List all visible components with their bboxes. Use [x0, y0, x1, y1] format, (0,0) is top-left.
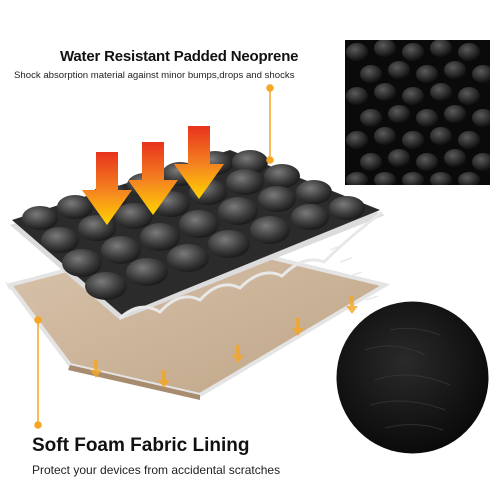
callout-lines: [34, 84, 274, 429]
fabric-lining-detail: [336, 301, 489, 454]
lining-subtitle: Protect your devices from accidental scr…: [32, 463, 281, 477]
lining-title: Soft Foam Fabric Lining: [32, 435, 250, 456]
neoprene-subtitle: Shock absorption material against minor …: [14, 70, 295, 81]
down-arrow-icon: [128, 142, 178, 215]
down-arrow-icon: [82, 152, 132, 225]
small-arrows: [90, 296, 358, 388]
neoprene-texture-inset: [345, 40, 490, 185]
neoprene-title: Water Resistant Padded Neoprene: [60, 48, 299, 65]
impact-arrows: [82, 126, 224, 225]
down-arrow-icon: [174, 126, 224, 199]
